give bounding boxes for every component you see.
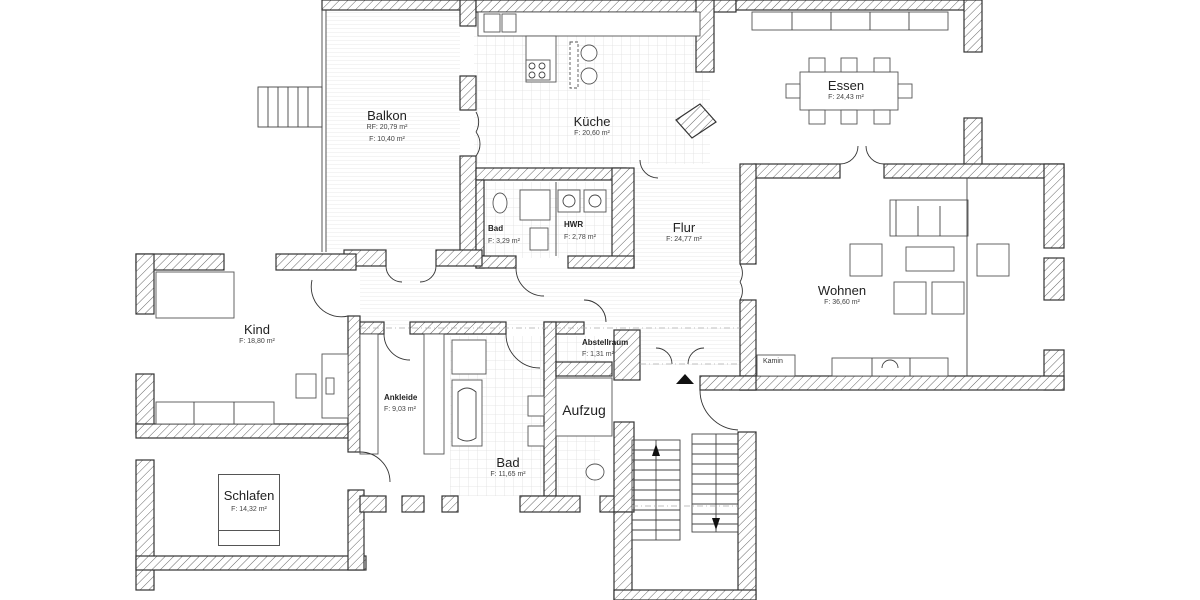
room-area: F: 24,43 m² (828, 94, 864, 101)
room-area: F: 36,60 m² (824, 299, 860, 306)
wall (321, 0, 463, 11)
wall (699, 375, 757, 391)
room-label-aufzug: Aufzug (562, 402, 606, 418)
room-area: F: 3,29 m² (488, 238, 520, 245)
room-area: F: 20,60 m² (574, 130, 610, 137)
room-label-kueche: Küche F: 20,60 m² (574, 114, 611, 138)
ankleide-wardrobes (359, 333, 445, 455)
wall (1043, 257, 1065, 301)
room-area: F: 2,78 m² (564, 234, 596, 241)
wall (613, 421, 635, 513)
kind-furniture (155, 271, 349, 425)
room-area: F: 9,03 m² (384, 406, 416, 413)
wall (347, 315, 361, 453)
room-label-ankleide: Ankleide F: 9,03 m² (384, 393, 417, 414)
wall (753, 163, 841, 179)
small-bath-fixtures (492, 182, 607, 256)
room-area: F: 24,77 m² (666, 236, 702, 243)
wall (135, 423, 361, 439)
wall (737, 431, 757, 600)
room-label-hwr: HWR F: 2,78 m² (564, 220, 596, 242)
wall (963, 0, 983, 53)
balkon-floor (326, 12, 460, 252)
room-area: F: 11,65 m² (490, 471, 526, 478)
room-name: Schlafen (223, 488, 275, 503)
kueche-floor (474, 12, 710, 164)
wall (739, 375, 1065, 391)
wall (275, 253, 357, 271)
room-label-wohnen: Wohnen F: 36,60 m² (818, 283, 866, 307)
wall (735, 0, 977, 11)
wall (519, 495, 581, 513)
wall (675, 103, 717, 139)
wall (135, 253, 155, 315)
wall (435, 249, 483, 267)
room-label-kind: Kind F: 18,80 m² (239, 322, 275, 346)
wall (567, 255, 635, 269)
room-name: Bad (488, 224, 504, 233)
room-label-abstellraum: Abstellraum F: 1,31 m² (582, 338, 628, 359)
wall (611, 167, 635, 269)
kamin-label: Kamin (763, 358, 783, 365)
room-label-bad-small: Bad F: 3,29 m² (488, 224, 520, 246)
wall (613, 329, 641, 381)
wall (883, 163, 1065, 179)
living-furniture (756, 178, 1010, 377)
flur-floor-upper (632, 165, 740, 365)
room-name: Balkon (367, 108, 407, 123)
doors (310, 111, 885, 483)
room-name: Flur (672, 220, 696, 235)
room-area: F: 18,80 m² (239, 338, 275, 345)
stairs (631, 374, 739, 541)
wall (1043, 163, 1065, 249)
exterior-stair (257, 86, 323, 128)
wall (613, 511, 633, 600)
room-label-flur: Flur F: 24,77 m² (666, 220, 702, 244)
room-area: RF: 20,79 m² (366, 124, 408, 131)
bed (218, 474, 280, 546)
room-label-essen: Essen F: 24,43 m² (828, 78, 864, 102)
kitchen-counter (477, 11, 701, 89)
wall (441, 495, 459, 513)
wall (613, 589, 757, 600)
room-label-bad-large: Bad F: 11,65 m² (490, 455, 525, 479)
large-bath-fixtures (451, 339, 605, 481)
wall (739, 163, 757, 265)
wall (401, 495, 425, 513)
wall (459, 155, 477, 253)
wall (459, 75, 477, 111)
room-area: F: 1,31 m² (582, 351, 614, 358)
wall (963, 117, 983, 169)
room-label-schlafen: Schlafen F: 14,32 m² (224, 488, 275, 514)
room-name: Küche (573, 114, 611, 129)
bed-footboard (218, 530, 280, 546)
wall (543, 321, 557, 497)
room-name: Kind (243, 322, 271, 337)
wall (475, 167, 627, 181)
room-area: F: 10,40 m² (369, 136, 405, 143)
elevator-shaft (555, 377, 613, 437)
room-label-balkon: Balkon RF: 20,79 m² F: 10,40 m² (367, 108, 408, 144)
room-name: Ankleide (384, 393, 418, 402)
room-area: F: 14,32 m² (231, 506, 267, 513)
wall (459, 0, 477, 27)
room-name: Wohnen (817, 283, 867, 298)
room-name: Bad (496, 455, 520, 470)
dining-table (751, 11, 949, 125)
wall (359, 495, 387, 513)
room-name: Essen (827, 78, 865, 93)
wall (555, 361, 613, 377)
wall (135, 555, 367, 571)
room-name: HWR (564, 220, 584, 229)
room-name: Abstellraum (582, 338, 629, 347)
